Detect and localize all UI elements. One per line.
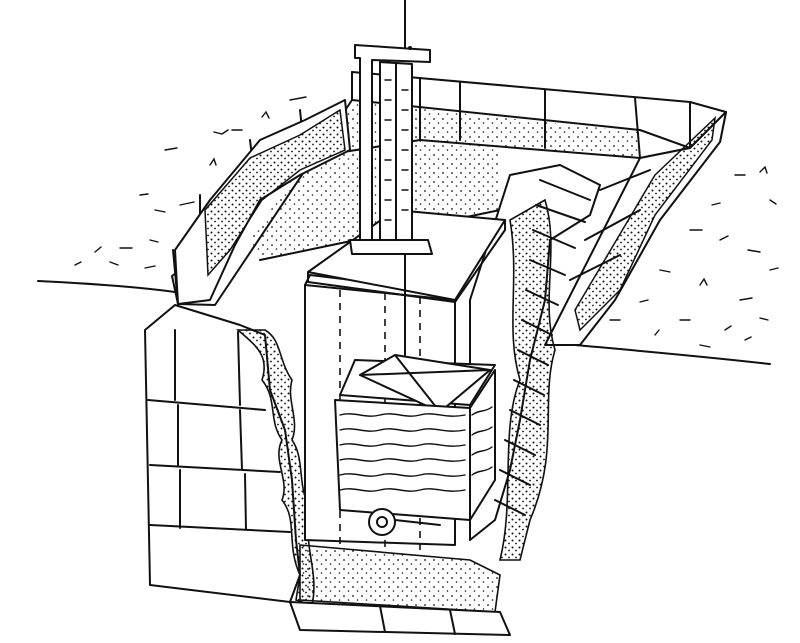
pipe-outlet [368,508,441,536]
right-wall [544,111,727,346]
pit-floor [289,544,511,636]
stairs [469,164,601,561]
gauge-stand [349,0,433,356]
ground-line-right [574,344,771,365]
ground-line-left [37,280,176,293]
front-left-wall [144,304,315,607]
float-box [334,354,496,521]
left-wall [174,99,351,305]
